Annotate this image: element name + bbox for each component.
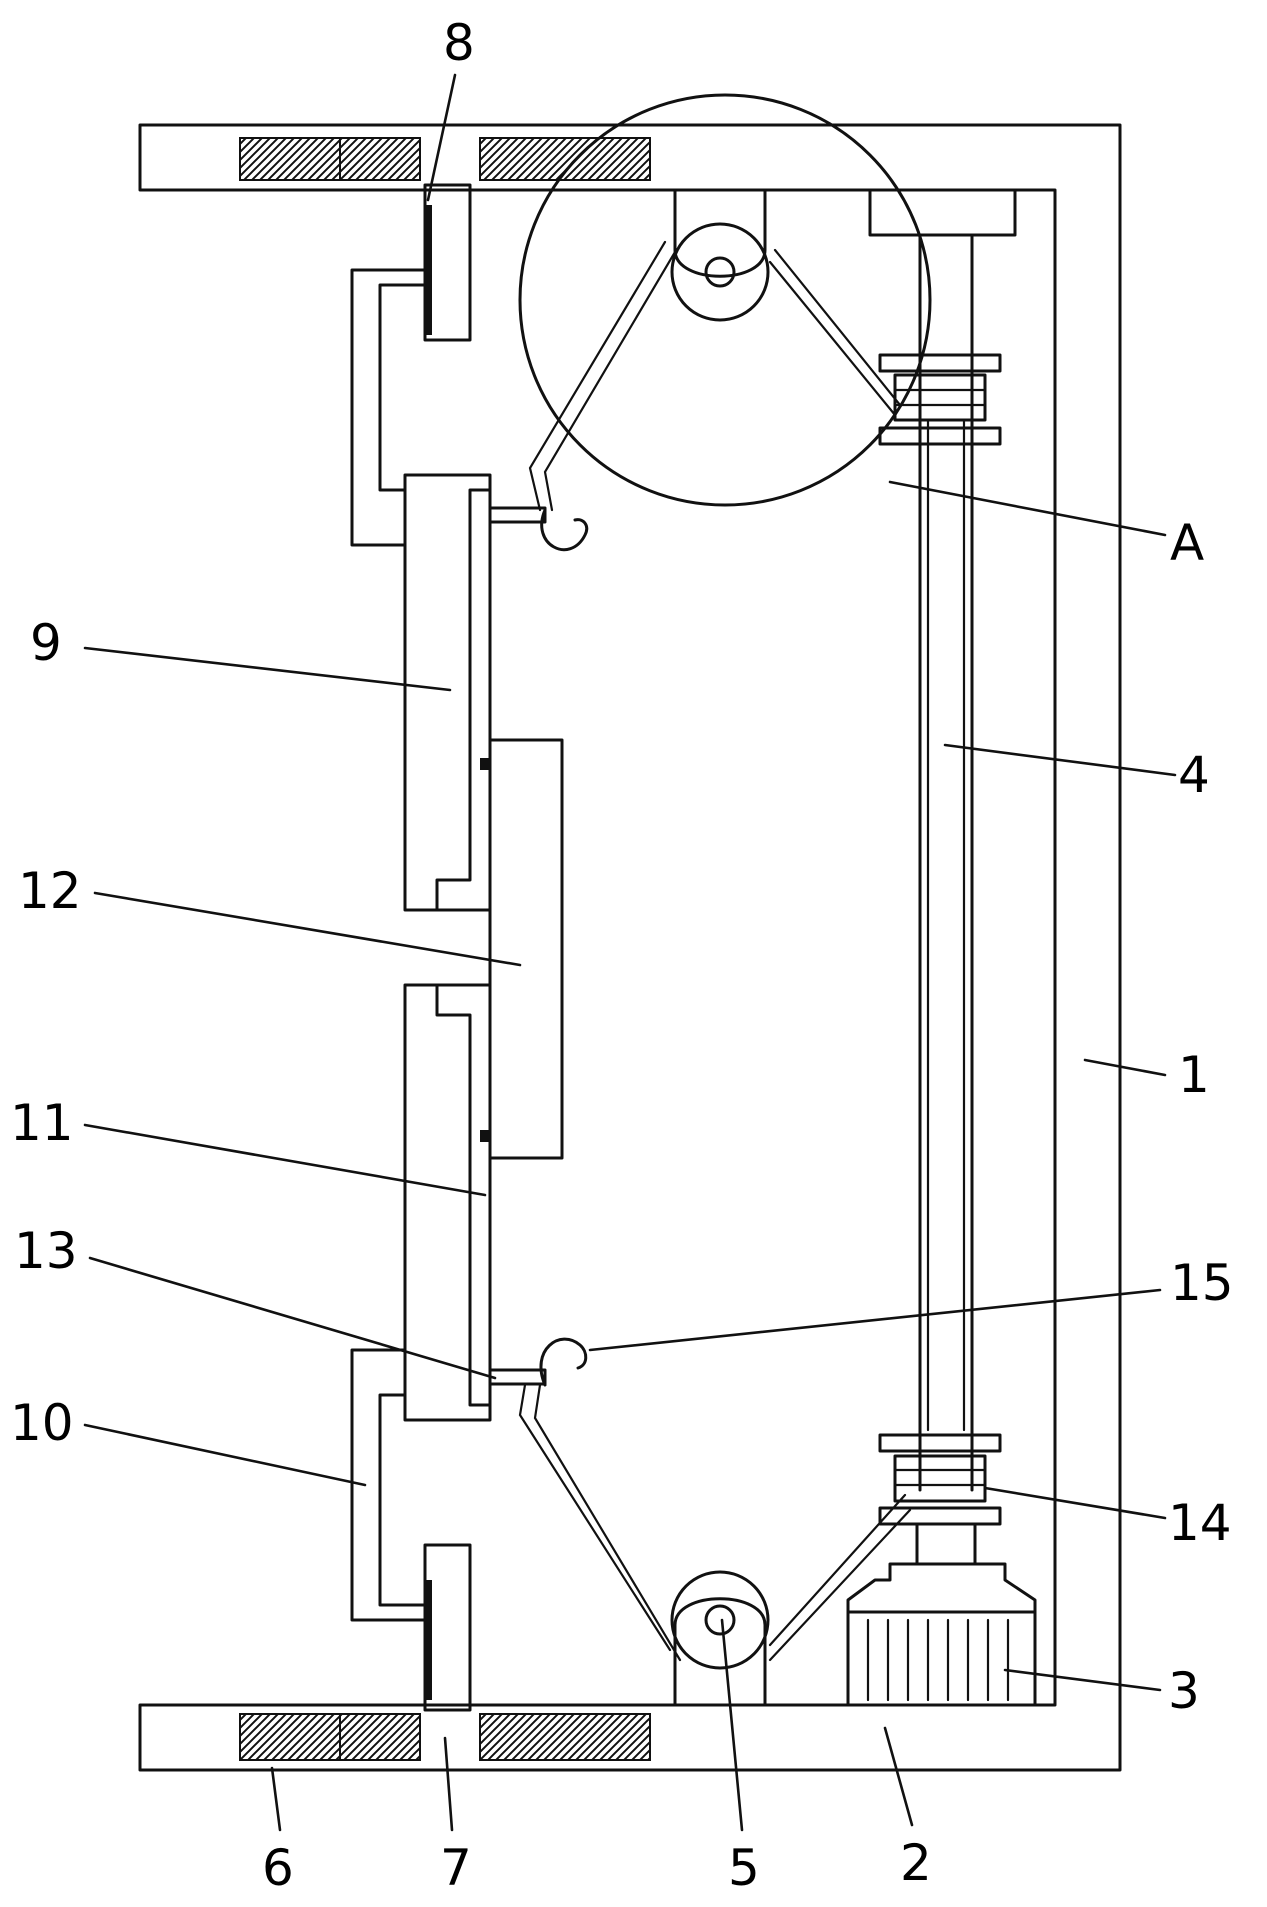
callout-7: 7 [440, 1839, 472, 1897]
lower-slider-rack [425, 1580, 432, 1700]
upper-pulley-outer [670, 222, 770, 322]
callout-2: 2 [900, 1834, 932, 1892]
upper-hook-pin [488, 506, 547, 524]
motor [846, 1562, 1037, 1707]
lower-spool-top [878, 1433, 1002, 1453]
frame-outer [138, 123, 1122, 1772]
upper-spool-coil [893, 373, 987, 422]
leader-lines [83, 73, 1177, 1832]
center-plate [488, 738, 564, 1160]
lower-hook [539, 1337, 588, 1387]
callout-a: A [1170, 514, 1204, 572]
detail-circle-a [518, 93, 932, 507]
upper-slider-rack [425, 205, 432, 335]
callout-12: 12 [18, 862, 82, 920]
callout-4: 4 [1178, 746, 1210, 804]
lower-hook-pin [488, 1368, 547, 1386]
callout-3: 3 [1168, 1662, 1200, 1720]
upper-panel [403, 473, 492, 912]
plate-stud-bottom [480, 1130, 490, 1142]
bottom-pad-right [479, 1713, 651, 1761]
upper-pulley-axle [704, 256, 736, 288]
motor-shaft [915, 1522, 977, 1566]
lower-spool-coil [893, 1454, 987, 1503]
upper-spool-bottom [878, 426, 1002, 446]
callout-15: 15 [1170, 1254, 1234, 1312]
top-pad-left [239, 137, 341, 181]
callout-1: 1 [1178, 1046, 1210, 1104]
lower-pulley-outer [670, 1570, 770, 1670]
bottom-pad-mid [339, 1713, 421, 1761]
lower-pulley-axle [704, 1604, 736, 1636]
callout-11: 11 [10, 1094, 74, 1152]
callout-5: 5 [728, 1839, 760, 1897]
lower-panel [403, 983, 492, 1422]
callout-13: 13 [14, 1222, 78, 1280]
lower-pulley-mount [673, 1597, 767, 1707]
callout-9: 9 [30, 614, 62, 672]
top-pad-mid [339, 137, 421, 181]
lower-rope [518, 1383, 912, 1662]
plate-stud-top [480, 758, 490, 770]
upper-spool-top [878, 353, 1002, 373]
callout-6: 6 [262, 1839, 294, 1897]
top-pad-right [479, 137, 651, 181]
motor-fins [866, 1618, 1010, 1702]
callout-14: 14 [1168, 1494, 1232, 1552]
upper-pulley-mount [673, 188, 767, 278]
shaft-top-mount [868, 188, 1017, 237]
upper-rope [528, 240, 902, 512]
lower-bracket [350, 1348, 427, 1622]
callout-8: 8 [443, 14, 475, 72]
upper-hook [540, 508, 589, 552]
callout-10: 10 [10, 1394, 74, 1452]
bottom-pad-left [239, 1713, 341, 1761]
upper-bracket [350, 268, 427, 547]
